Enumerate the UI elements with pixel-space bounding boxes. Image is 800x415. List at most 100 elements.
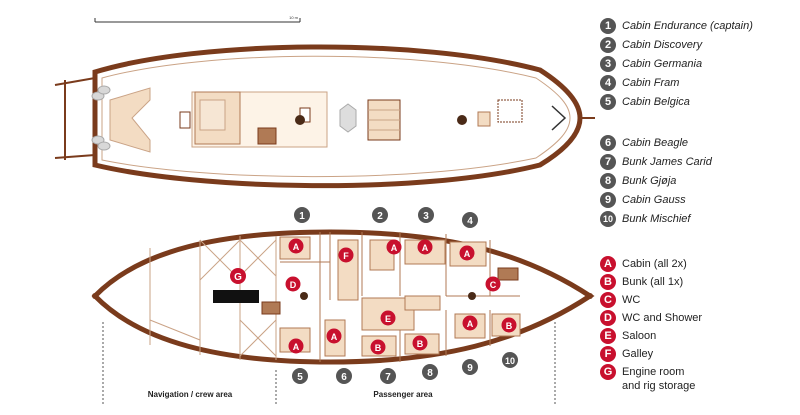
legend-number-badge: 3 [600,56,616,72]
room-marker: A [293,342,300,352]
legend-type-label: Cabin (all 2x) [622,258,687,270]
legend-cabin-label: Cabin Endurance (captain) [622,20,753,32]
legend-cabin-2: 2 Cabin Discovery [600,37,702,53]
number-badge: 8 [427,368,433,379]
deck-hull-inner [101,55,571,178]
ladder-fore [497,267,519,281]
number-badge: 2 [377,211,383,222]
legend-type-a: A Cabin (all 2x) [600,256,687,272]
mast-fore-foot [468,292,476,300]
saloon-seat [404,295,441,311]
legend-letter-badge: A [600,256,616,272]
legend-type-e: E Saloon [600,328,656,344]
room-marker: B [375,343,382,353]
legend-cabin-3: 3 Cabin Germania [600,56,702,72]
room-markers: G A F A A A D C E A A B A B B [230,238,517,355]
legend-type-label: WC and Shower [622,312,703,324]
bottom-number-badges: 5 6 7 8 9 10 [292,352,518,384]
stern-line [54,77,96,86]
legend-number-badge: 8 [600,173,616,189]
legend-number-badge: 2 [600,37,616,53]
room-marker: B [417,339,424,349]
engine [213,290,259,303]
legend-letter-badge: D [600,310,616,326]
scale-label: 10 m [289,15,299,20]
area-label-navigation: Navigation / crew area [148,390,233,399]
legend-number-badge: 9 [600,192,616,208]
legend-cabin-8: 8 Bunk Gjøja [600,173,676,189]
legend-cabin-label: Bunk Mischief [622,213,691,225]
legend-letter-badge: E [600,328,616,344]
room-marker: A [467,319,474,329]
stern-line [54,154,96,159]
top-number-badges: 1 2 3 4 [294,207,478,228]
legend-cabin-label: Cabin Beagle [622,137,689,149]
room-marker: A [464,249,471,259]
hull-end-dot [587,293,593,299]
legend-cabin-7: 7 Bunk James Carid [600,154,712,170]
legend-cabin-label: Bunk Gjøja [622,175,677,187]
legend-cabin-9: 9 Cabin Gauss [600,192,686,208]
legend-cabin-10: 10 Bunk Mischief [600,211,690,227]
number-badge: 7 [385,372,391,383]
mast-main-foot [300,292,308,300]
number-badge: 5 [297,372,303,383]
room-marker: F [343,251,349,261]
scale-bar: 10 m [94,15,301,23]
room-marker: B [506,321,513,331]
bow-anchor [551,105,567,131]
deck-plan: 10 m [54,15,595,405]
legend-type-label: Bunk (all 1x) [622,276,684,288]
number-badge: 1 [299,211,305,222]
area-separators [102,322,556,405]
legend-number-badge: 4 [600,75,616,91]
number-badge: 9 [467,363,473,374]
vent [339,103,357,133]
legend-cabin-label: Cabin Gauss [622,194,686,206]
room-marker: D [290,280,297,290]
legend-cabin-1: 1 Cabin Endurance (captain) [600,18,753,34]
hull-end-dot [92,293,98,299]
room-marker: C [490,280,497,290]
number-badge: 6 [341,372,347,383]
deck-top-view [54,44,595,189]
legend-number-badge: 6 [600,135,616,151]
legend-cabin-4: 4 Cabin Fram [600,75,679,91]
room-marker: A [391,243,398,253]
legend-cabin-label: Cabin Germania [622,58,703,70]
legend-cabin-6: 6 Cabin Beagle [600,135,688,151]
legend-type-b: B Bunk (all 1x) [600,274,683,290]
legend-cabin-label: Cabin Belgica [622,96,690,108]
wheelhouse-grid [199,99,226,131]
legend-cabin-label: Cabin Discovery [622,39,703,51]
legend-letter-badge: F [600,346,616,362]
legend-number-badge: 1 [600,18,616,34]
legend-letter-badge: B [600,274,616,290]
room-marker: A [422,243,429,253]
legend: 1 Cabin Endurance (captain) 2 Cabin Discov… [600,0,800,415]
legend-type-f: F Galley [600,346,653,362]
number-badge: 3 [423,211,429,222]
number-badge: 4 [467,216,473,227]
room-marker: E [385,314,391,324]
legend-type-label: Galley [622,348,654,360]
legend-type-c: C WC [600,292,640,308]
legend-number-badge: 10 [600,211,616,227]
fore-hatch [497,99,523,123]
mast-main [295,115,305,125]
legend-letter-badge: C [600,292,616,308]
legend-cabin-label: Cabin Fram [622,77,680,89]
windlass [477,111,491,127]
legend-number-badge: 5 [600,94,616,110]
legend-number-badge: 7 [600,154,616,170]
deck-rail-left [179,111,191,129]
legend-cabin-label: Bunk James Carid [622,156,712,168]
stern-fenders [91,85,111,151]
ladder-aft [261,301,281,315]
mast-fore [457,115,467,125]
legend-type-label: Saloon [622,330,657,342]
legend-cabin-5: 5 Cabin Belgica [600,94,690,110]
legend-letter-badge: G [600,364,616,380]
legend-type-label: WC [622,294,641,306]
